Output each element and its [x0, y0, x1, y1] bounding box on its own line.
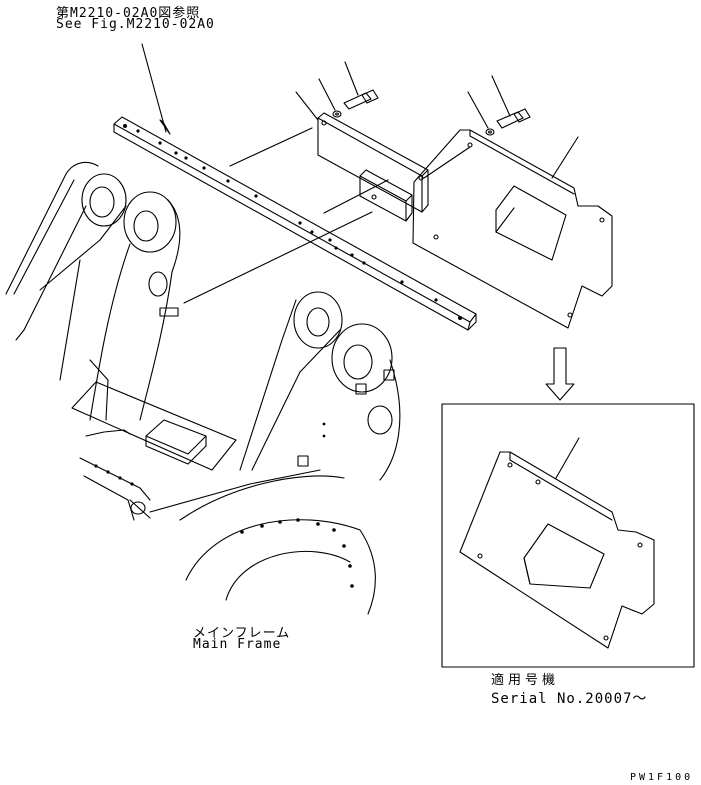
main-frame-label-jp: メインフレーム: [193, 626, 291, 641]
reference-label-en: See Fig.M2210-02A0: [56, 17, 215, 32]
reference-label-jp: 第M2210-02A0図参照: [56, 6, 201, 21]
assembly-lines: [183, 127, 471, 304]
cover-plate: [412, 129, 613, 329]
bolt-washer-set-2: [485, 108, 531, 136]
serial-label-en: Serial No.20007〜: [491, 691, 648, 707]
shim: [359, 169, 413, 222]
serial-inset: [441, 403, 695, 668]
serial-label-jp: 適用号機: [491, 673, 560, 688]
bolt-washer-set-1: [332, 89, 379, 118]
mounting-bar: [113, 116, 477, 331]
main-frame-label-en: Main Frame: [193, 637, 282, 652]
reference-leader: [141, 43, 171, 135]
down-arrow-icon: [545, 347, 575, 401]
main-frame: [5, 161, 401, 615]
drawing-code: PW1F100: [630, 772, 694, 783]
part-leaders: [295, 61, 580, 479]
